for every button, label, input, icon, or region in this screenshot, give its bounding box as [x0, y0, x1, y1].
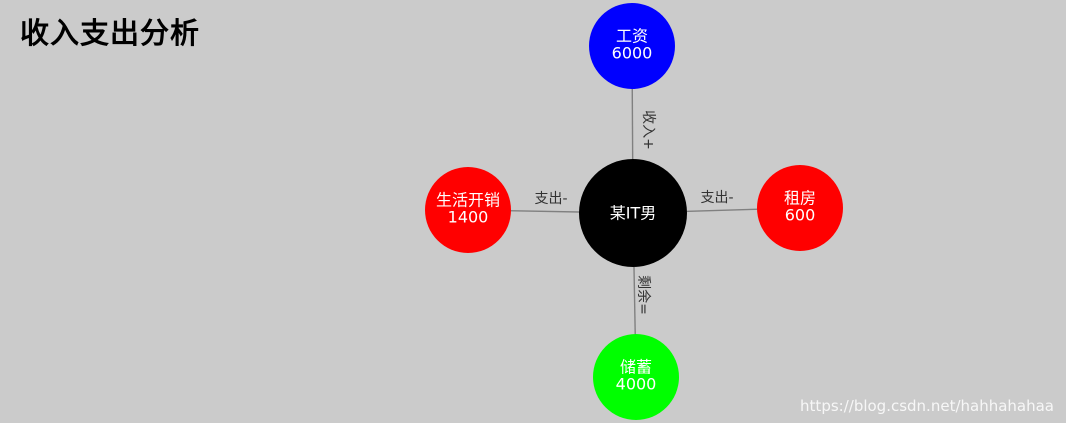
node-name-salary: 工资: [616, 27, 648, 46]
node-value-savings: 4000: [616, 375, 657, 394]
node-value-salary: 6000: [612, 44, 653, 63]
edge-label-salary: 收入+: [640, 110, 656, 150]
node-name-center: 某IT男: [610, 204, 657, 223]
node-circle-salary[interactable]: [589, 3, 675, 89]
node-circle-center[interactable]: [579, 159, 687, 267]
edge-label-rent: 支出-: [700, 190, 733, 206]
node-value-living: 1400: [448, 208, 489, 227]
node-name-savings: 储蓄: [620, 358, 652, 377]
node-center[interactable]: 某IT男: [579, 159, 687, 267]
edge-label-savings: 剩余=: [635, 275, 652, 315]
edge-label-living: 支出-: [534, 191, 567, 207]
watermark: https://blog.csdn.net/hahhahahaa: [800, 397, 1054, 415]
page-title: 收入支出分析: [20, 16, 201, 50]
node-circle-rent[interactable]: [757, 165, 843, 251]
node-circle-savings[interactable]: [593, 334, 679, 420]
node-circle-living[interactable]: [425, 167, 511, 253]
node-name-living: 生活开销: [436, 191, 500, 210]
node-value-rent: 600: [785, 206, 816, 225]
node-name-rent: 租房: [784, 189, 816, 208]
